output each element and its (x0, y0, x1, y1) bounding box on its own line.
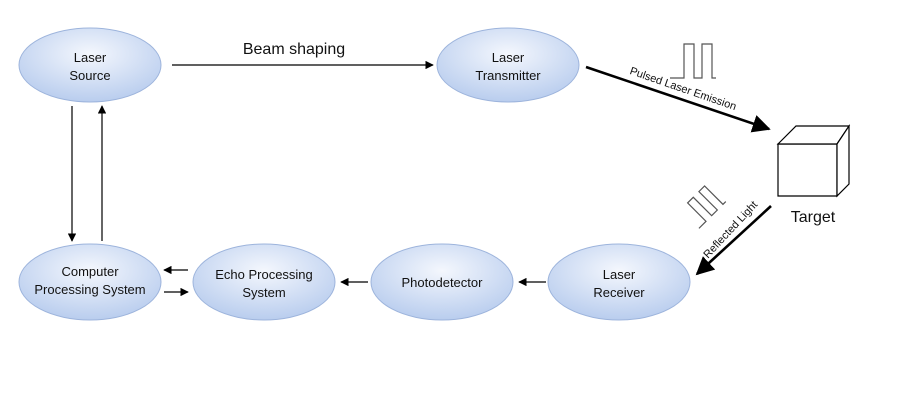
node-laser-source: Laser Source (18, 27, 162, 103)
node-laser-source-line2: Source (69, 68, 110, 83)
node-computer-processing-system: Computer Processing System (18, 243, 162, 321)
arrow-reflected-light (695, 205, 772, 276)
node-laser-transmitter-line1: Laser (492, 50, 525, 65)
label-target: Target (791, 209, 836, 226)
label-beam-shaping: Beam shaping (243, 41, 345, 58)
label-pulsed-emission: Pulsed Laser Emission (628, 65, 738, 113)
node-laser-transmitter: Laser Transmitter (436, 27, 580, 103)
node-laser-receiver-line2: Receiver (593, 285, 645, 300)
node-echo-processing-system: Echo Processing System (192, 243, 336, 321)
node-computer-line2: Processing System (34, 282, 145, 297)
arrow-pulsed-emission (585, 65, 771, 133)
reflected-pulse-icon (686, 185, 727, 229)
node-echo-line1: Echo Processing (215, 267, 313, 282)
cube-icon (776, 124, 851, 198)
node-photodetector: Photodetector (370, 243, 514, 321)
node-photodetector-label: Photodetector (402, 275, 484, 290)
label-reflected-light: Reflected Light (701, 199, 760, 261)
node-echo-line2: System (242, 285, 285, 300)
node-laser-source-line1: Laser (74, 50, 107, 65)
node-laser-transmitter-line2: Transmitter (475, 68, 541, 83)
node-laser-receiver-line1: Laser (603, 267, 636, 282)
node-computer-line1: Computer (61, 264, 119, 279)
node-laser-receiver: Laser Receiver (547, 243, 691, 321)
pulse-icon (670, 43, 716, 79)
